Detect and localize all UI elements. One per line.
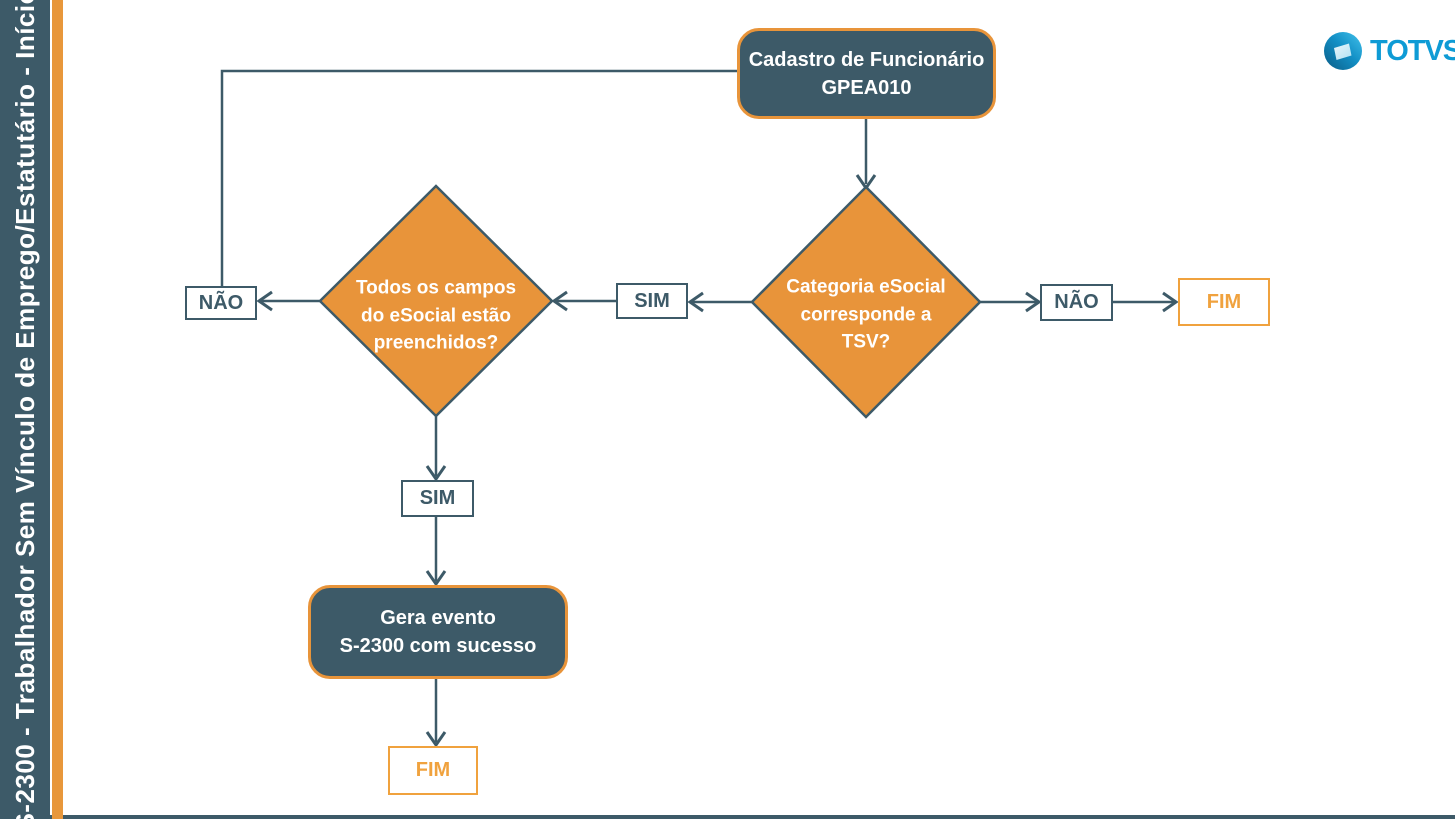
- totvs-logo-sphere-icon: [1324, 32, 1362, 70]
- terminator-fim-bottom: FIM: [388, 746, 478, 795]
- decision-diamond-categoria-tsv: [750, 185, 982, 419]
- totvs-logo: TOTVS: [1323, 31, 1455, 71]
- arrowhead-left-campos: [551, 290, 568, 312]
- sidebar-accent-stripe: [52, 0, 63, 819]
- label-sim-middle: SIM: [616, 283, 688, 319]
- label-sim-down: SIM: [401, 480, 474, 517]
- process-cadastro-funcionario: Cadastro de Funcionário GPEA010: [737, 28, 996, 119]
- arrowhead-right-nao: [1025, 291, 1042, 313]
- connector-nao-loop-to-start: [220, 69, 737, 286]
- sidebar-title: S-2300 - Trabalhador Sem Vínculo de Empr…: [9, 0, 40, 819]
- arrowhead-right-fim: [1162, 291, 1179, 313]
- process-gera-evento-s2300: Gera evento S-2300 com sucesso: [308, 585, 568, 679]
- arrowhead-down-fim: [425, 731, 447, 748]
- totvs-wordmark: TOTVS: [1370, 34, 1455, 67]
- terminator-fim-right: FIM: [1178, 278, 1270, 326]
- label-nao-left: NÃO: [185, 286, 257, 320]
- label-nao-right: NÃO: [1040, 284, 1113, 321]
- decision-diamond-campos-preenchidos: [318, 184, 554, 418]
- arrowhead-down-gera: [425, 570, 447, 587]
- arrowhead-down-sim: [425, 465, 447, 482]
- sidebar: S-2300 - Trabalhador Sem Vínculo de Empr…: [0, 0, 50, 819]
- arrowhead-left-nao: [256, 290, 273, 312]
- footer-bar: [0, 815, 1455, 819]
- arrowhead-left-sim: [687, 291, 704, 313]
